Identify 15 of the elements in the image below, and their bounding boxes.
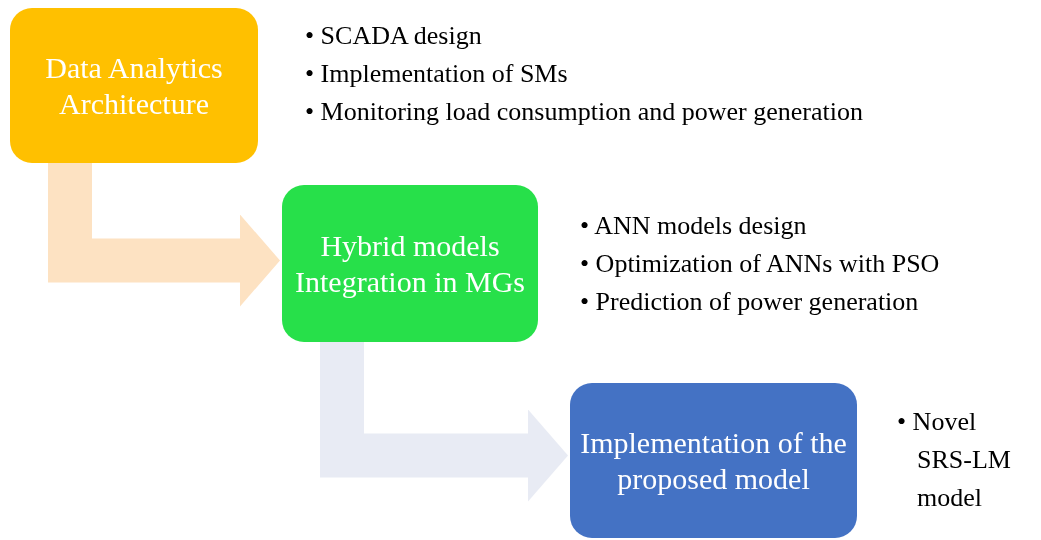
bullet-text: • Optimization of ANNs with PSO (580, 248, 941, 280)
bullet-text: • ANN models design (580, 210, 808, 242)
arrow (320, 342, 568, 502)
box-title: Implementation of the proposed model (580, 424, 847, 497)
bullet-text: • Monitoring load consumption and power generation (305, 96, 864, 128)
process-box (10, 8, 258, 163)
bullet-text: • SCADA design (305, 20, 483, 52)
bullet-text: • Novel SRS-LM model (897, 406, 1012, 514)
box-title: Data Analytics Architecture (44, 49, 224, 122)
process-box (282, 185, 538, 342)
box-title: Hybrid models Integration in MGs (294, 227, 526, 300)
bullet-text: • Implementation of SMs (305, 58, 569, 90)
arrow (48, 163, 280, 307)
bullet-text: • Prediction of power generation (580, 286, 920, 318)
process-box (570, 383, 857, 538)
